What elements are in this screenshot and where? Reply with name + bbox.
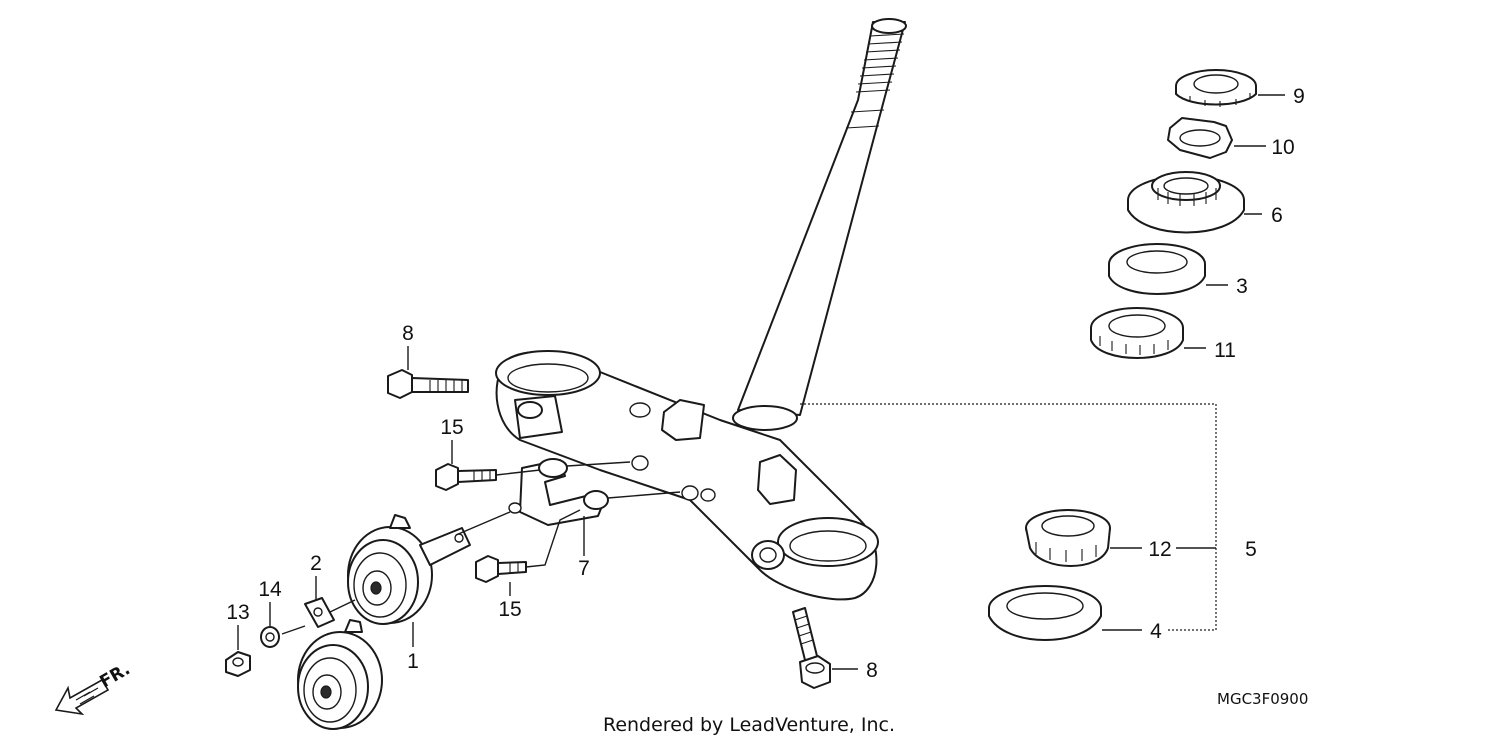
dust-seal — [1108, 243, 1206, 295]
callout-leaders — [237, 94, 1285, 670]
horn-stay — [304, 597, 335, 628]
bolt-upper — [435, 463, 541, 491]
washer — [260, 626, 280, 648]
callout-15-lower: 15 — [498, 598, 521, 621]
lower-dust-seal — [988, 585, 1102, 641]
horn-lower — [297, 619, 383, 730]
front-direction-arrow: FR. — [54, 659, 134, 716]
steering-stem — [732, 18, 907, 431]
lock-washer — [1167, 117, 1233, 159]
callout-11: 11 — [1214, 339, 1236, 362]
callout-14: 14 — [258, 578, 282, 601]
cap-nut — [225, 651, 251, 677]
callout-13: 13 — [226, 601, 249, 624]
callout-7: 7 — [578, 557, 590, 580]
lower-bearing — [1025, 509, 1111, 567]
bolt-lower — [475, 509, 581, 583]
render-credit: Rendered by LeadVenture, Inc. — [603, 714, 895, 736]
flange-bolt-upper — [387, 369, 469, 399]
adjusting-nut — [1127, 171, 1245, 234]
horn-bracket — [508, 458, 681, 526]
callout-8-upper: 8 — [402, 322, 414, 345]
callout-3: 3 — [1236, 275, 1248, 298]
callout-2: 2 — [310, 552, 322, 575]
drawing-code: MGC3F0900 — [1217, 690, 1308, 708]
callout-labels: 1 2 3 4 5 6 7 8 8 9 10 11 12 13 14 15 15 — [226, 85, 1305, 682]
horn-upper — [347, 514, 471, 625]
callout-4: 4 — [1150, 620, 1162, 643]
bottom-bridge — [495, 350, 879, 601]
upper-bearing — [1090, 307, 1184, 359]
callout-5: 5 — [1245, 538, 1257, 561]
callout-10: 10 — [1271, 136, 1294, 159]
callout-15-upper: 15 — [440, 416, 463, 439]
callout-12: 12 — [1148, 538, 1171, 561]
lock-nut — [1175, 69, 1257, 107]
callout-8-lower: 8 — [866, 659, 878, 682]
flange-bolt-lower — [792, 607, 831, 689]
callout-9: 9 — [1293, 85, 1305, 108]
callout-6: 6 — [1271, 204, 1283, 227]
callout-1: 1 — [407, 650, 419, 673]
